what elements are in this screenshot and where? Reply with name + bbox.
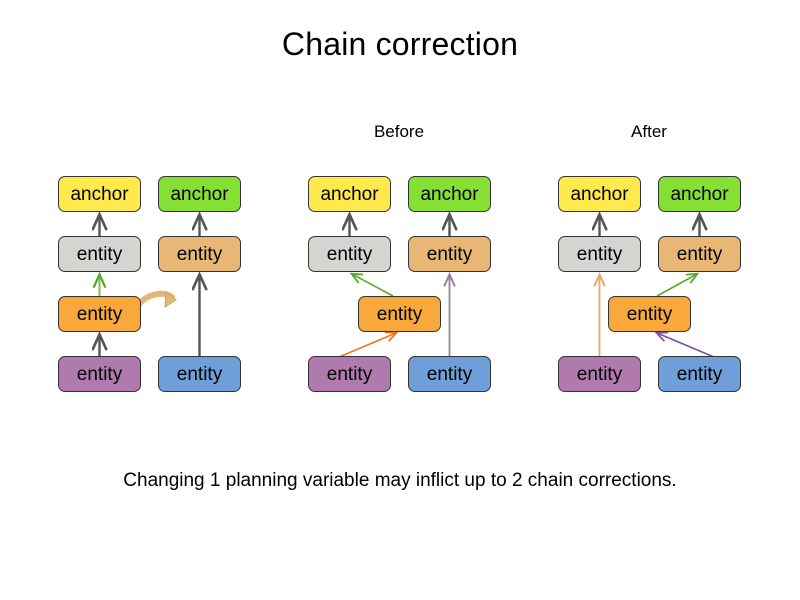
node-entity[interactable]: entity	[158, 356, 241, 392]
node-entity[interactable]: entity	[558, 236, 641, 272]
node-entity[interactable]: entity	[58, 296, 141, 332]
page-title: Chain correction	[281, 26, 519, 62]
node-entity[interactable]: entity	[408, 236, 491, 272]
node-anchor[interactable]: anchor	[308, 176, 391, 212]
edge-purple-to-orange	[338, 333, 396, 358]
node-entity[interactable]: entity	[308, 236, 391, 272]
node-entity[interactable]: entity	[358, 296, 441, 332]
node-entity[interactable]: entity	[558, 356, 641, 392]
panel-label-before: Before	[373, 122, 425, 141]
node-entity[interactable]: entity	[308, 356, 391, 392]
node-entity[interactable]: entity	[408, 356, 491, 392]
slide-caption: Changing 1 planning variable may inflict…	[123, 470, 677, 491]
edge-orange-to-gray	[352, 274, 394, 297]
node-anchor[interactable]: anchor	[558, 176, 641, 212]
panel-label-after: After	[631, 122, 667, 141]
node-anchor[interactable]: anchor	[58, 176, 141, 212]
edge-blue-to-orange	[657, 333, 715, 358]
edge-orange-to-tan	[656, 274, 697, 297]
node-anchor[interactable]: anchor	[408, 176, 491, 212]
node-anchor[interactable]: anchor	[658, 176, 741, 212]
node-entity[interactable]: entity	[58, 236, 141, 272]
node-entity[interactable]: entity	[608, 296, 691, 332]
node-entity[interactable]: entity	[58, 356, 141, 392]
change-curve-arrowhead	[164, 291, 177, 308]
node-anchor[interactable]: anchor	[158, 176, 241, 212]
node-entity[interactable]: entity	[658, 356, 741, 392]
change-curve-arrow	[133, 290, 175, 311]
node-entity[interactable]: entity	[658, 236, 741, 272]
node-entity[interactable]: entity	[158, 236, 241, 272]
